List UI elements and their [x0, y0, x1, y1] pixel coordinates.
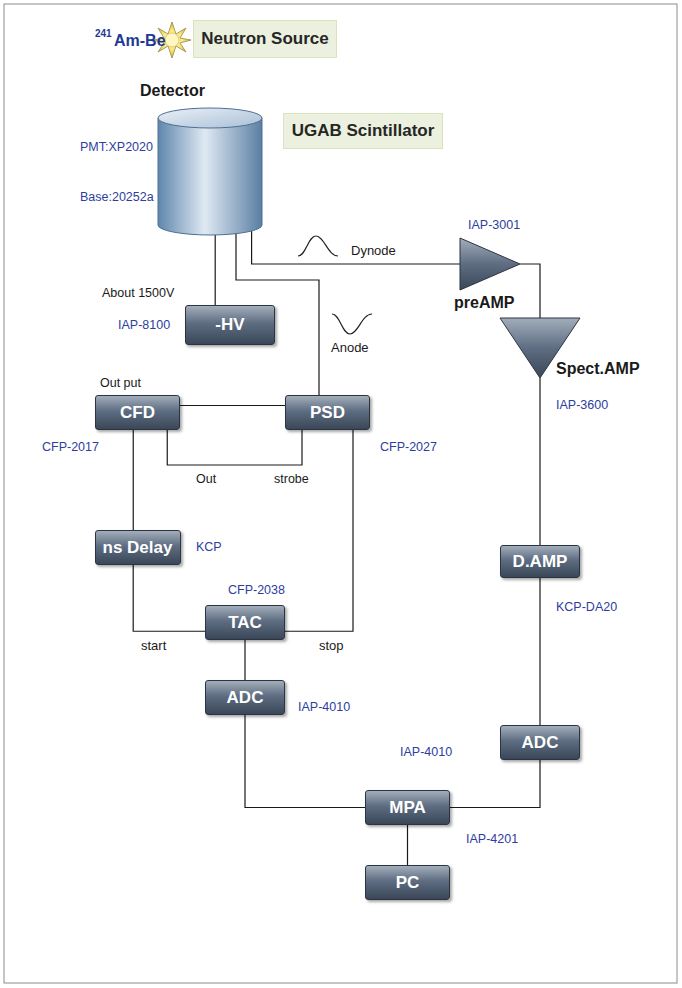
part-number: CFP-2017: [42, 440, 99, 454]
scintillator-box: UGAB Scintillator: [283, 113, 443, 149]
box-label: CFD: [120, 403, 155, 423]
box-label: PC: [396, 873, 420, 893]
part-number: IAP-3001: [468, 218, 520, 232]
voltage-note: About 1500V: [102, 286, 174, 300]
module-box: TAC: [205, 605, 285, 640]
signal-wire: [252, 231, 460, 264]
part-number: IAP-8100: [118, 318, 170, 332]
part-number: KCP-DA20: [556, 600, 617, 614]
part-number: PMT:XP2020: [80, 140, 153, 154]
box-label: D.AMP: [513, 552, 568, 572]
shape-heading: Spect.AMP: [556, 360, 640, 378]
module-box: -HV: [185, 305, 275, 345]
box-label: ADC: [227, 688, 264, 708]
signal-wire: [167, 430, 302, 465]
module-box: D.AMP: [500, 545, 580, 578]
detector-cylinder: Detector: [158, 108, 262, 235]
signal-name: Out put: [100, 376, 141, 390]
anode-pulse: [332, 314, 372, 334]
box-label: TAC: [228, 613, 262, 633]
amplifier-triangle: preAMP: [460, 238, 520, 290]
box-label: Neutron Source: [201, 29, 329, 49]
box-label: PSD: [310, 403, 345, 423]
box-label: UGAB Scintillator: [292, 121, 435, 141]
signal-wire: [520, 264, 540, 318]
part-number: Base:20252a: [80, 190, 154, 204]
module-box: ADC: [205, 680, 285, 715]
part-number: KCP: [196, 540, 222, 554]
box-label: MPA: [389, 798, 426, 818]
signal-name: Anode: [330, 340, 370, 355]
source-name: Am-Be: [114, 32, 166, 50]
signal-wire: [133, 430, 134, 530]
detector-outline: [158, 108, 262, 235]
part-number: CFP-2027: [380, 440, 437, 454]
page-frame: [4, 4, 677, 983]
signal-wire: [450, 760, 540, 808]
signal-wire: [539, 378, 540, 545]
signal-wire: [215, 235, 216, 305]
signal-name: Out: [196, 472, 216, 486]
signal-name: stop: [318, 638, 345, 653]
signal-wire: [180, 405, 285, 406]
module-box: PSD: [285, 395, 370, 430]
module-box: MPA: [365, 790, 450, 825]
part-number: IAP-4010: [400, 745, 452, 759]
amplifier-triangle: Spect.AMP: [500, 318, 580, 378]
shape-heading: preAMP: [454, 294, 514, 312]
source-box: Neutron Source: [193, 20, 337, 58]
shape-heading: Detector: [140, 82, 205, 100]
signal-wire: [407, 825, 408, 865]
box-label: ADC: [522, 733, 559, 753]
isotope-mass-number: 241: [95, 28, 112, 39]
box-label: ns Delay: [103, 538, 173, 558]
signal-wire: [245, 715, 365, 808]
module-box: CFD: [95, 395, 180, 430]
part-number: CFP-2038: [228, 583, 285, 597]
module-box: PC: [365, 865, 450, 900]
signal-wire: [244, 640, 245, 680]
part-number: IAP-4010: [298, 700, 350, 714]
part-number: IAP-3600: [556, 398, 608, 412]
signal-wire: [539, 578, 540, 725]
triangle-outline: [460, 238, 520, 290]
signal-wire: [133, 565, 205, 631]
signal-name: strobe: [274, 472, 309, 486]
module-box: ns Delay: [95, 530, 181, 565]
part-number: IAP-4201: [466, 832, 518, 846]
module-box: ADC: [500, 725, 580, 760]
signal-name: Dynode: [350, 243, 397, 258]
signal-name: start: [140, 638, 167, 653]
signal-wire: [285, 430, 353, 631]
dynode-pulse: [298, 236, 338, 256]
box-label: -HV: [215, 315, 244, 335]
